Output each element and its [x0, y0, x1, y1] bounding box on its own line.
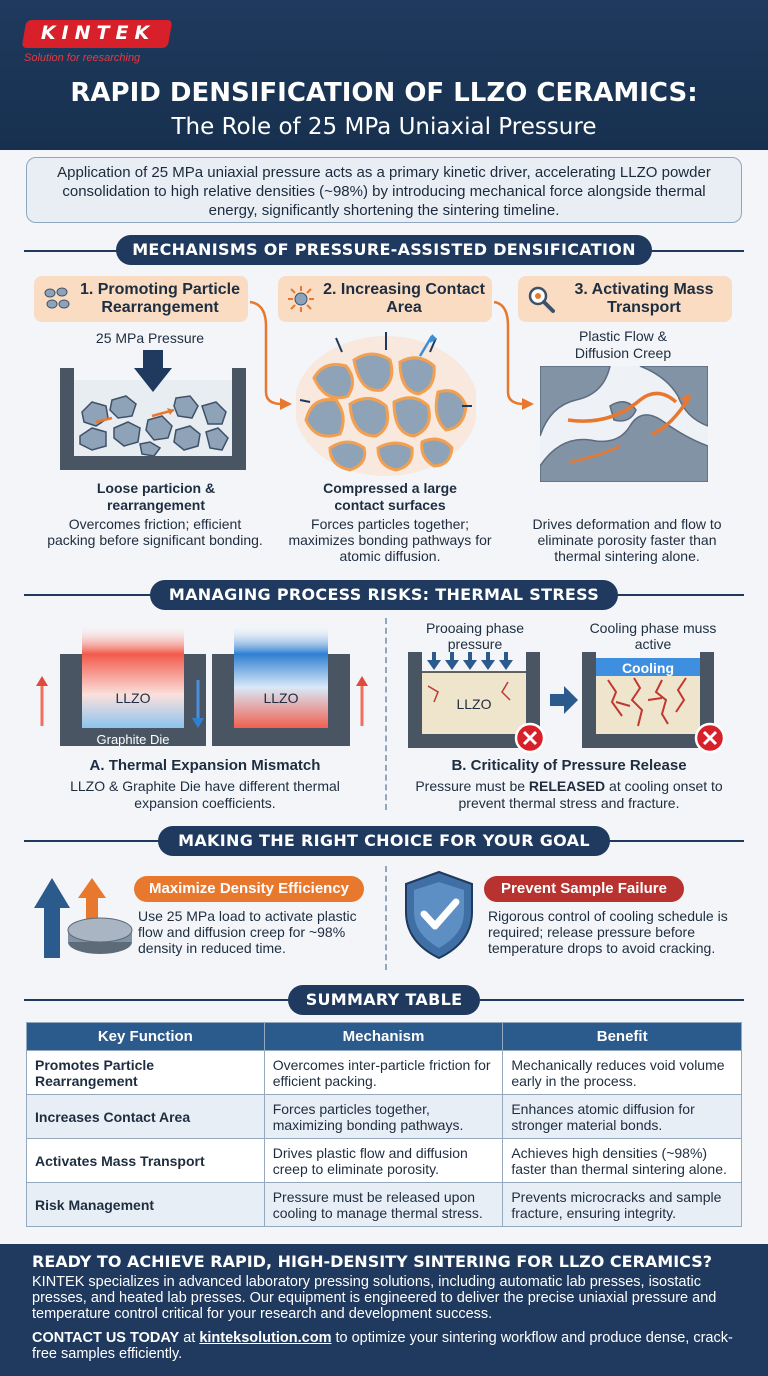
brand-tagline: Solution for reesarching — [24, 52, 141, 64]
llzo-label-hot: LLZO — [115, 690, 151, 706]
column-header: Key Function — [26, 1022, 265, 1051]
table-cell: Risk Management — [26, 1182, 265, 1227]
llzo-label-cold: LLZO — [263, 690, 299, 706]
magnifier-icon — [528, 286, 555, 313]
section-heading-goals: MAKING THE RIGHT CHOICE FOR YOUR GOAL — [158, 826, 610, 856]
mechanism-caption: Overcomes friction; efficient packing be… — [47, 516, 263, 548]
mechanism-caption: Drives deformation and flow to eliminate… — [532, 516, 722, 564]
mechanism-title: 1. Promoting Particle Rearrangement — [79, 281, 241, 316]
contact-area-diagram — [296, 332, 476, 476]
pressure-label: 25 MPa Pressure — [95, 330, 205, 346]
mechanism-caption: Forces particles together; maximizes bon… — [288, 516, 492, 564]
risk-a-title: A. Thermal Expansion Mismatch — [89, 757, 321, 774]
column-divider — [385, 866, 387, 970]
cooling-phase-label: Cooling phase muss active — [589, 620, 717, 652]
mass-transport-diagram — [540, 366, 708, 482]
risk-b-text: Pressure must be RELEASED at cooling ons… — [404, 778, 734, 812]
section-heading-summary: SUMMARY TABLE — [288, 985, 480, 1015]
page-title: RAPID DENSIFICATION OF LLZO CERAMICS: — [70, 78, 698, 108]
shield-check-icon — [405, 870, 473, 960]
column-divider — [385, 618, 387, 810]
table-row: Risk Management Pressure must be release… — [26, 1182, 742, 1227]
footer-cta: READY TO ACHIEVE RAPID, HIGH-DENSITY SIN… — [0, 1244, 768, 1376]
table-cell: Activates Mass Transport — [26, 1138, 265, 1183]
table-cell: Increases Contact Area — [26, 1094, 265, 1139]
goal-failure-title: Prevent Sample Failure — [484, 876, 684, 902]
risk-b-title: B. Criticality of Pressure Release — [451, 757, 687, 774]
mechanism-card-1: 1. Promoting Particle Rearrangement — [34, 276, 248, 322]
footer-body: KINTEK specializes in advanced laborator… — [32, 1274, 717, 1322]
risk-b-text-strong: RELEASED — [528, 778, 606, 794]
mechanism-caption-bold: Loose particion & rearrangement — [96, 480, 216, 513]
table-cell: Overcomes inter-particle friction for ef… — [263, 1050, 504, 1095]
section-heading-mechanisms: MECHANISMS OF PRESSURE-ASSISTED DENSIFIC… — [116, 235, 652, 265]
column-header: Benefit — [502, 1022, 742, 1051]
cooling-label: Cooling — [621, 660, 675, 676]
brand-name: KINTEK — [40, 22, 156, 44]
graphite-die-label: Graphite Die — [96, 732, 170, 747]
table-cell: Forces particles together, maximizing bo… — [263, 1094, 504, 1139]
summary-table: Key Function Mechanism Benefit Promotes … — [26, 1022, 742, 1227]
density-icon — [34, 878, 133, 958]
goal-density-text: Use 25 MPa load to activate plastic flow… — [138, 908, 357, 956]
footer-contact: CONTACT US TODAY at kinteksolution.com t… — [32, 1330, 752, 1362]
pressure-release-diagram — [408, 652, 726, 754]
footer-title: READY TO ACHIEVE RAPID, HIGH-DENSITY SIN… — [32, 1252, 712, 1271]
risk-b-text-pre: Pressure must be — [415, 778, 529, 794]
risk-a-text: LLZO & Graphite Die have different therm… — [70, 778, 340, 811]
mechanism-card-2: 2. Increasing Contact Area — [278, 276, 492, 322]
flow-arrow-1 — [249, 300, 292, 410]
table-cell: Achieves high densities (~98%) faster th… — [502, 1138, 742, 1183]
page-subtitle: The Role of 25 MPa Uniaxial Pressure — [171, 114, 597, 140]
table-row: Increases Contact Area Forces particles … — [26, 1094, 742, 1139]
table-row: Promotes Particle Rearrangement Overcome… — [26, 1050, 742, 1095]
mechanism-caption-bold: Compressed a large contact surfaces — [323, 480, 457, 513]
header: KINTEK Solution for reesarching RAPID DE… — [0, 0, 768, 150]
goal-failure-text: Rigorous control of cooling schedule is … — [488, 908, 728, 956]
plastic-flow-label: Plastic Flow & Diffusion Creep — [574, 328, 672, 361]
website-link[interactable]: kinteksolution.com — [199, 1330, 332, 1346]
table-cell: Promotes Particle Rearrangement — [26, 1050, 265, 1095]
mechanism-card-3: 3. Activating Mass Transport — [518, 276, 732, 322]
table-cell: Mechanically reduces void volume early i… — [502, 1050, 742, 1095]
particles-icon — [44, 287, 70, 309]
thermal-mismatch-diagram — [36, 624, 368, 746]
flow-arrow-2 — [493, 300, 534, 410]
contact-post: to optimize your sintering workflow and … — [32, 1330, 733, 1362]
mechanism-title: 3. Activating Mass Transport — [574, 281, 714, 316]
mechanism-title: 2. Increasing Contact Area — [323, 281, 485, 316]
table-cell: Drives plastic flow and diffusion creep … — [263, 1138, 504, 1183]
llzo-label-press: LLZO — [456, 696, 492, 712]
column-header: Mechanism — [263, 1022, 504, 1051]
contact-at: at — [179, 1330, 200, 1346]
table-header-row: Key Function Mechanism Benefit — [26, 1022, 742, 1051]
contact-us-strong: CONTACT US TODAY — [32, 1330, 180, 1346]
section-heading-risks: MANAGING PROCESS RISKS: THERMAL STRESS — [150, 580, 618, 610]
table-cell: Prevents microcracks and sample fracture… — [502, 1182, 742, 1227]
table-cell: Enhances atomic diffusion for stronger m… — [502, 1094, 742, 1139]
table-cell: Pressure must be released upon cooling t… — [263, 1182, 504, 1227]
pressing-phase-label: Prooaing phase pressure — [425, 620, 525, 652]
intro-summary: Application of 25 MPa uniaxial pressure … — [26, 157, 742, 223]
table-row: Activates Mass Transport Drives plastic … — [26, 1138, 742, 1183]
goal-density-title: Maximize Density Efficiency — [134, 876, 364, 902]
compression-icon — [288, 286, 314, 312]
rearrangement-diagram — [60, 350, 246, 470]
risk-b-text-post: at cooling onset to prevent thermal stre… — [458, 778, 723, 811]
